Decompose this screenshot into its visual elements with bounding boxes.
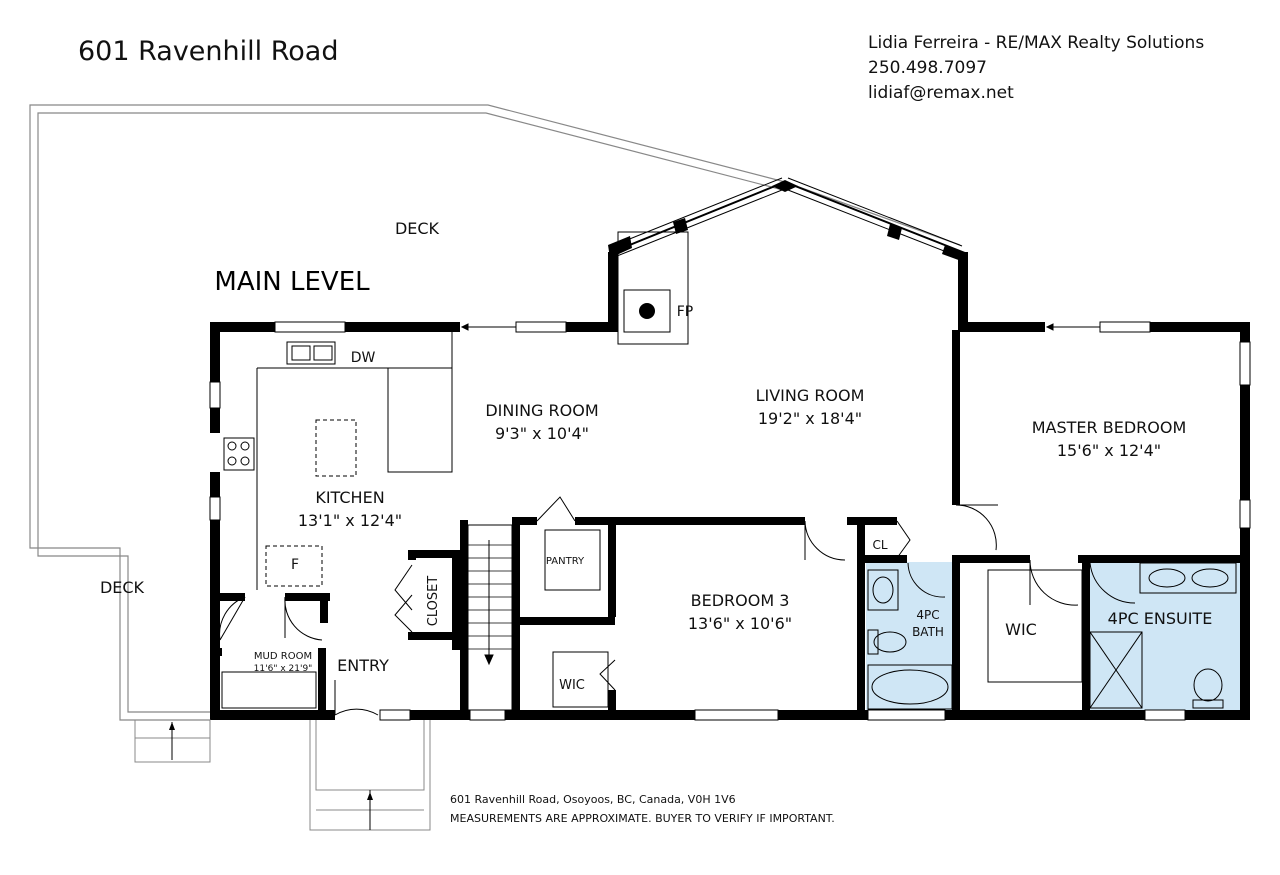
footer-address: 601 Ravenhill Road, Osoyoos, BC, Canada,… — [450, 793, 736, 806]
label-dishwasher: DW — [351, 350, 376, 366]
label-master-bedroom: MASTER BEDROOM — [1032, 418, 1187, 437]
level-title: MAIN LEVEL — [214, 267, 370, 297]
label-living-size: 19'2" x 18'4" — [758, 409, 862, 428]
label-dining-size: 9'3" x 10'4" — [495, 424, 589, 443]
label-entry: ENTRY — [337, 656, 389, 675]
label-fireplace: FP — [677, 304, 694, 320]
label-master-size: 15'6" x 12'4" — [1057, 441, 1161, 460]
label-mud-room: MUD ROOM — [254, 651, 312, 662]
stair-arrow — [468, 540, 512, 666]
property-address: 601 Ravenhill Road — [78, 36, 339, 67]
deck-outline — [29, 104, 961, 721]
label-pantry: PANTRY — [546, 556, 585, 567]
label-kitchen: KITCHEN — [315, 488, 384, 507]
fireplace-dot — [639, 303, 655, 319]
label-wic-small: WIC — [559, 678, 585, 693]
exterior-walls — [210, 252, 1250, 720]
label-ensuite: 4PC ENSUITE — [1108, 609, 1213, 628]
agent-name: Lidia Ferreira - RE/MAX Realty Solutions — [868, 33, 1205, 53]
interior-walls — [210, 330, 1250, 720]
ensuite-fill — [1090, 562, 1240, 710]
label-closet-cl: CL — [872, 538, 887, 552]
label-closet: CLOSET — [426, 576, 441, 627]
fixtures — [221, 231, 1237, 711]
agent-email: lidiaf@remax.net — [868, 83, 1014, 103]
label-deck-top: DECK — [395, 219, 440, 238]
label-mud-room-size: 11'6" x 21'9" — [254, 664, 313, 674]
agent-phone: 250.498.7097 — [868, 58, 987, 78]
label-living-room: LIVING ROOM — [756, 386, 865, 405]
label-deck-left: DECK — [100, 578, 145, 597]
label-wic-master: WIC — [1005, 620, 1037, 639]
label-bedroom-3: BEDROOM 3 — [691, 591, 790, 610]
bath-fill — [866, 562, 954, 710]
label-dining-room: DINING ROOM — [485, 401, 598, 420]
label-kitchen-size: 13'1" x 12'4" — [298, 511, 402, 530]
label-bedroom-3-size: 13'6" x 10'6" — [688, 614, 792, 633]
door-swings — [219, 496, 1136, 716]
label-bath-line2: BATH — [912, 625, 944, 639]
angled-walls — [608, 177, 966, 262]
exterior-steps — [134, 719, 431, 831]
windows — [209, 321, 1251, 721]
agent-contact-block: Lidia Ferreira - RE/MAX Realty Solutions… — [868, 31, 1204, 106]
sliding-door-arrows — [460, 323, 1100, 331]
label-fridge: F — [291, 557, 299, 573]
label-bath: 4PC — [916, 608, 939, 622]
footer-disclaimer: MEASUREMENTS ARE APPROXIMATE. BUYER TO V… — [450, 812, 835, 825]
